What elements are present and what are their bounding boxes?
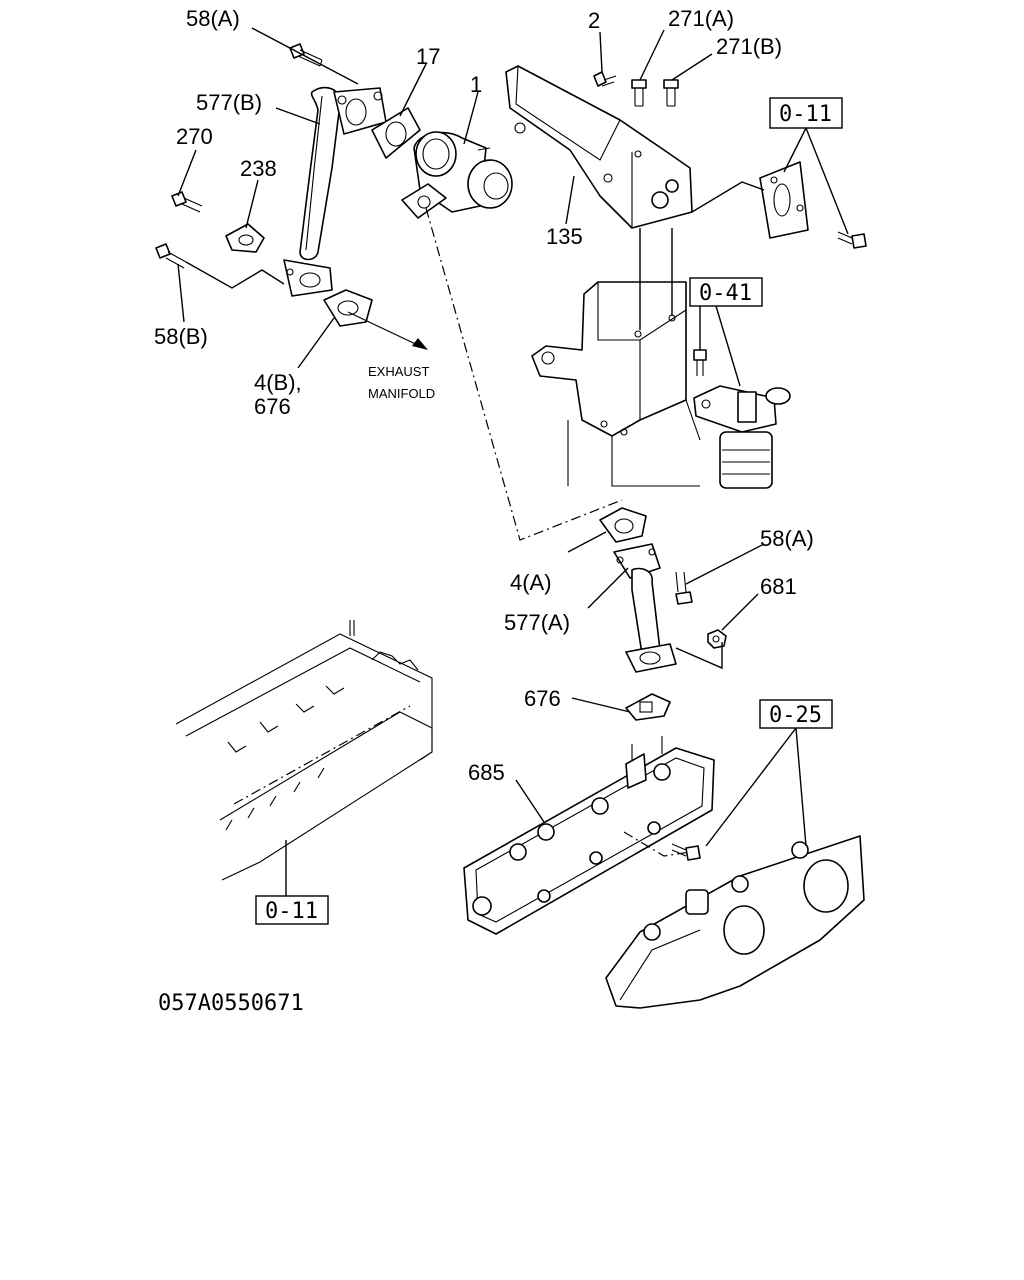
- label-17: 17: [416, 44, 440, 69]
- gasket-676: [625, 693, 671, 721]
- label-271a: 271(A): [668, 6, 734, 31]
- label-681: 681: [760, 574, 797, 599]
- egr-pipe-577b: [283, 86, 387, 297]
- ref-box-0-41: 0-41: [689, 277, 763, 307]
- label-270: 270: [176, 124, 213, 149]
- diagram-code: 057A0550671: [158, 991, 304, 1016]
- label-2: 2: [588, 8, 600, 33]
- cylinder-head-0-11: [175, 620, 433, 881]
- leader-lines: [177, 27, 849, 898]
- label-1: 1: [470, 72, 482, 97]
- egr-valve-1: [401, 131, 513, 219]
- gasket-4a: [599, 507, 647, 543]
- ref-label-0-25: 0-25: [769, 703, 822, 728]
- label-135: 135: [546, 224, 583, 249]
- label-271b: 271(B): [716, 34, 782, 59]
- intake-manifold-0-25: [605, 835, 865, 1009]
- ref-label-0-11-bottom: 0-11: [265, 899, 318, 924]
- clamp-238: [225, 223, 265, 253]
- bolt-271b: [663, 79, 679, 107]
- label-676-mid: 676: [524, 686, 561, 711]
- label-577b: 577(B): [196, 90, 262, 115]
- bolt-58b: [155, 243, 187, 269]
- exhaust-note-line1: EXHAUST: [368, 364, 429, 379]
- exhaust-direction-arrow: [347, 311, 428, 350]
- nut-681: [707, 629, 727, 649]
- label-4a: 4(A): [510, 570, 552, 595]
- mounting-block: [531, 281, 701, 487]
- label-58a-mid: 58(A): [760, 526, 814, 551]
- ref-label-0-11-top: 0-11: [779, 102, 832, 127]
- bracket-135: [505, 65, 693, 229]
- bolt-270: [171, 191, 203, 213]
- label-676-top: 676: [254, 394, 291, 419]
- ref-label-0-41: 0-41: [699, 281, 752, 306]
- ref-box-0-25: 0-25: [759, 699, 833, 729]
- ref-box-0-11-bottom: 0-11: [255, 895, 329, 925]
- gasket-4b: [323, 289, 373, 327]
- label-58b: 58(B): [154, 324, 208, 349]
- egr-pipe-577a: [613, 543, 677, 673]
- fuel-filter-0-41: [693, 385, 791, 489]
- bolt-plate: [837, 231, 867, 249]
- bolt-271a: [631, 79, 647, 107]
- plate-ref-0-11: [759, 161, 809, 239]
- bolt-2: [593, 71, 617, 87]
- bolt-58a-mid: [675, 571, 693, 605]
- bolt-0-25: [671, 843, 701, 861]
- label-238: 238: [240, 156, 277, 181]
- label-4b: 4(B),: [254, 370, 302, 395]
- label-58a-top: 58(A): [186, 6, 240, 31]
- egr-cooler-685: [463, 736, 715, 935]
- label-685: 685: [468, 760, 505, 785]
- label-577a: 577(A): [504, 610, 570, 635]
- bolt-0-41: [693, 349, 707, 376]
- ref-box-0-11-top: 0-11: [769, 97, 843, 129]
- gasket-17: [371, 107, 421, 159]
- exhaust-note-line2: MANIFOLD: [368, 386, 435, 401]
